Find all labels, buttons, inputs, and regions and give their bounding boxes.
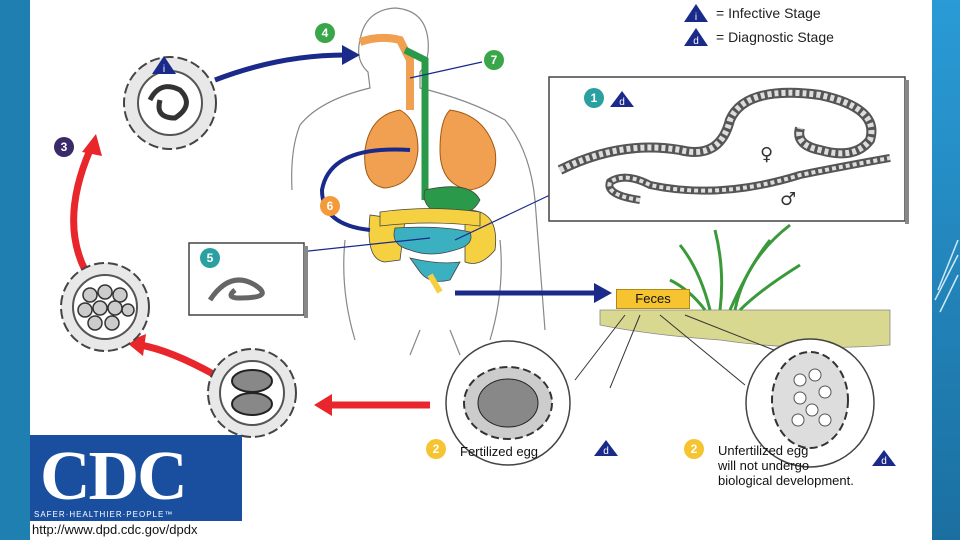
unfertilized-egg-caption-line1: Unfertilized egg xyxy=(718,443,809,458)
legend-infective-badge: i xyxy=(684,4,708,23)
svg-text:3: 3 xyxy=(61,140,68,154)
cycle-arrowheads-red xyxy=(82,134,332,416)
svg-text:7: 7 xyxy=(491,53,498,67)
egg-embryonated-larva xyxy=(123,56,217,150)
svg-text:d: d xyxy=(881,456,887,467)
unfertilized-egg-caption-line3: biological development. xyxy=(718,473,854,488)
badge-diagnostic-adult: d xyxy=(610,91,634,108)
fertilized-egg-image xyxy=(445,340,571,466)
source-url: http://www.dpd.cdc.gov/dpdx xyxy=(32,522,198,537)
soil xyxy=(599,309,891,348)
ingestion-arrow xyxy=(214,52,346,83)
migration-arrow-lungs xyxy=(319,147,411,232)
svg-text:2: 2 xyxy=(433,442,440,456)
svg-text:2: 2 xyxy=(691,442,698,456)
diagnostic-symbol: d xyxy=(693,36,699,47)
infective-symbol: i xyxy=(695,12,697,23)
pointer-lines xyxy=(289,61,551,254)
badge-infective-egg: i xyxy=(152,56,176,75)
svg-text:5: 5 xyxy=(207,251,214,265)
adult-worms-panel xyxy=(548,76,909,224)
step-5-marker: 5 xyxy=(200,248,220,268)
fertilized-egg-caption: Fertilized egg xyxy=(460,444,539,459)
step-6-marker: 6 xyxy=(320,196,340,216)
egg-two-cell xyxy=(207,348,297,438)
excretion-arrowhead xyxy=(594,283,612,303)
cdc-logo-letters: CDC xyxy=(40,438,188,515)
svg-text:1: 1 xyxy=(591,91,598,105)
cdc-logo xyxy=(30,435,242,521)
step-2-marker-fertilized: 2 xyxy=(426,439,446,459)
female-symbol: ♀ xyxy=(760,144,773,165)
unfertilized-egg-image xyxy=(745,338,875,468)
badge-diagnostic-unfertilized: d xyxy=(872,450,896,467)
step-4-marker: 4 xyxy=(315,23,335,43)
cycle-arrows-red xyxy=(70,148,430,409)
unfertilized-egg-caption-line2: will not undergo xyxy=(718,458,810,473)
badge-diagnostic-fertilized: d xyxy=(594,440,618,457)
svg-text:d: d xyxy=(619,97,625,108)
airway xyxy=(358,33,429,200)
legend-diagnostic-badge: d xyxy=(684,28,708,47)
egg-morula xyxy=(60,262,150,352)
step-7-marker: 7 xyxy=(484,50,504,70)
svg-text:i: i xyxy=(163,64,165,75)
svg-text:4: 4 xyxy=(322,26,329,40)
step-1-marker: 1 xyxy=(584,88,604,108)
slide-side-accent xyxy=(930,0,960,540)
svg-text:6: 6 xyxy=(327,199,334,213)
digestive-tract xyxy=(368,186,497,294)
svg-text:d: d xyxy=(603,446,609,457)
legend-infective-label: = Infective Stage xyxy=(716,5,821,21)
ingestion-arrowhead xyxy=(342,45,360,65)
step-3-marker: 3 xyxy=(54,137,74,157)
feces-label: Feces xyxy=(616,289,690,309)
legend-diagnostic-label: = Diagnostic Stage xyxy=(716,29,834,45)
step-2-marker-unfertilized: 2 xyxy=(684,439,704,459)
male-symbol: ♂ xyxy=(780,189,796,210)
decorative-lines xyxy=(934,239,959,313)
cdc-tagline: SAFER·HEALTHIER·PEOPLE™ xyxy=(34,510,174,519)
